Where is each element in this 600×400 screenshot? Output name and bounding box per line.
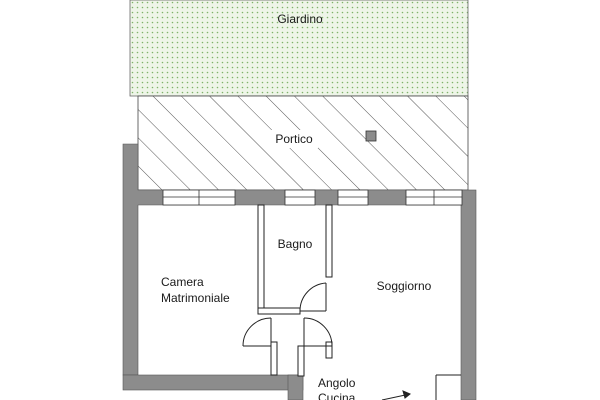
doors bbox=[242, 282, 461, 400]
garden-label: Giardino bbox=[277, 12, 323, 26]
porch-column bbox=[365, 130, 377, 142]
bedroom-label-line1: Camera bbox=[161, 275, 204, 289]
garden-area bbox=[129, 0, 469, 97]
windows bbox=[162, 189, 463, 206]
bedroom-label-line2: Matrimoniale bbox=[161, 291, 230, 305]
kitchen-label-line1: Angolo bbox=[318, 376, 356, 390]
stair-arrow-icon bbox=[381, 390, 411, 400]
living-room-label: Soggiorno bbox=[377, 279, 432, 293]
porch-label: Portico bbox=[275, 132, 313, 146]
interior-walls bbox=[257, 204, 333, 377]
bathroom-label: Bagno bbox=[278, 237, 313, 251]
porch-label-bg bbox=[270, 130, 318, 148]
kitchen-label-line2: Cucina bbox=[318, 391, 356, 400]
